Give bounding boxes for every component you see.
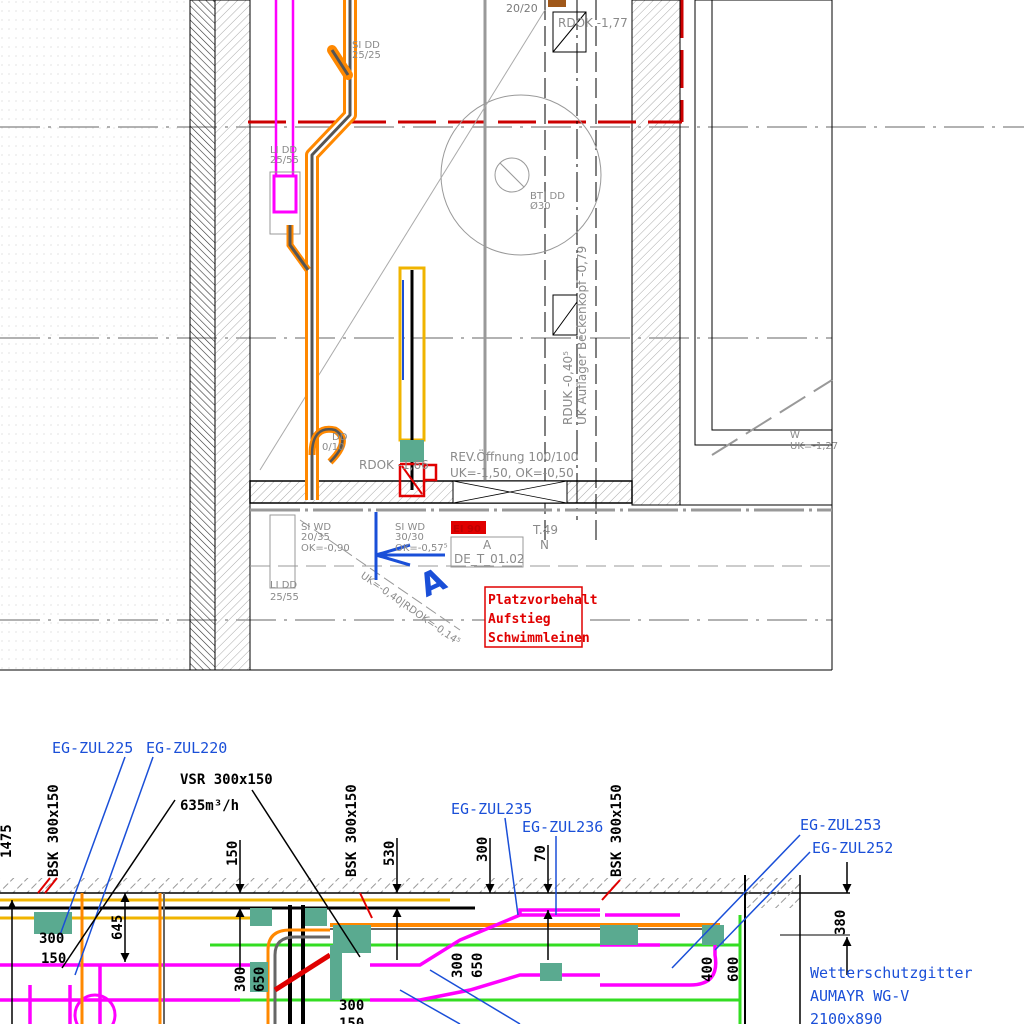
svg-text:25/55: 25/55 [270, 592, 299, 603]
svg-text:650: 650 [252, 967, 268, 992]
tag-leaders [59, 756, 811, 1024]
svg-text:Schwimmleinen: Schwimmleinen [488, 631, 590, 646]
fire-damper [600, 925, 638, 945]
svg-text:380: 380 [833, 910, 849, 935]
svg-text:300: 300 [233, 967, 249, 992]
svg-text:Ø30: Ø30 [530, 200, 551, 212]
airflow-label: 635m³/h [180, 798, 239, 814]
svg-text:SI WD: SI WD [395, 522, 425, 533]
roof-drain-box [552, 11, 587, 53]
svg-text:UK=-1,27: UK=-1,27 [790, 441, 838, 452]
section-mark: A [413, 560, 452, 605]
duct-tag[interactable]: EG-ZUL220 [146, 739, 227, 757]
svg-text:AUMAYR WG-V: AUMAYR WG-V [810, 987, 909, 1005]
svg-text:RDUK -0,40⁵: RDUK -0,40⁵ [561, 351, 575, 425]
svg-text:UK Auflager Beckenkopf -0,79: UK Auflager Beckenkopf -0,79 [575, 246, 589, 425]
top-size-label: 20/20 [506, 2, 538, 15]
svg-text:EI 90: EI 90 [453, 524, 481, 535]
svg-text:Aufstieg: Aufstieg [488, 612, 551, 627]
svg-text:A: A [483, 538, 492, 552]
duct-tag[interactable]: EG-ZUL236 [522, 818, 603, 836]
svg-text:530: 530 [382, 841, 398, 866]
duct-tag[interactable]: EG-ZUL252 [812, 839, 893, 857]
svg-text:20/35: 20/35 [301, 532, 330, 543]
svg-text:BT| DD: BT| DD [530, 191, 565, 202]
svg-text:645: 645 [110, 915, 126, 940]
grid-axes [0, 126, 1024, 621]
outer-wall [189, 0, 216, 671]
right-wall [631, 0, 681, 506]
svg-text:400: 400 [700, 957, 716, 982]
svg-text:RDOK -1,77: RDOK -1,77 [558, 16, 628, 30]
svg-text:LI DD: LI DD [270, 580, 297, 591]
svg-text:Platzvorbehalt: Platzvorbehalt [488, 593, 598, 608]
insulation-stipple [0, 0, 185, 670]
ceiling-slab [0, 878, 800, 893]
damper-label: BSK 300x150 [609, 784, 625, 877]
svg-text:25/55: 25/55 [270, 155, 299, 166]
svg-text:SI WD: SI WD [301, 522, 331, 533]
svg-text:UK=-1,50, OK=-0,50: UK=-1,50, OK=-0,50 [450, 466, 574, 480]
duct-tag[interactable]: EG-ZUL253 [800, 816, 881, 834]
svg-text:300: 300 [339, 998, 364, 1014]
floor-plan: A EI 90 A DE_T_01.02 20/20 RDOK -1,77 SI… [0, 0, 1024, 671]
svg-text:OK=-0,57⁵: OK=-0,57⁵ [395, 543, 448, 554]
svg-text:150: 150 [339, 1016, 364, 1024]
svg-text:W: W [790, 430, 800, 441]
svg-text:30/30: 30/30 [395, 532, 424, 543]
duct-tag[interactable]: EG-ZUL225 [52, 739, 133, 757]
svg-text:150: 150 [225, 841, 241, 866]
grille-label: Wetterschutzgitter [810, 964, 973, 982]
svg-text:T.49: T.49 [532, 523, 558, 537]
svg-text:2100x890: 2100x890 [810, 1010, 882, 1024]
duct-tag[interactable]: EG-ZUL235 [451, 800, 532, 818]
svg-text:600: 600 [726, 957, 742, 982]
svg-text:OK=-0,90: OK=-0,90 [301, 543, 350, 554]
opening-circle [440, 94, 602, 256]
svg-text:650: 650 [470, 953, 486, 978]
svg-text:DD: DD [332, 432, 348, 443]
svg-text:150: 150 [41, 951, 66, 967]
svg-text:LI DD: LI DD [270, 145, 297, 156]
svg-text:300: 300 [475, 837, 491, 862]
damper-label: BSK 300x150 [46, 784, 62, 877]
svg-text:70: 70 [533, 845, 549, 862]
svg-text:300: 300 [450, 953, 466, 978]
section-arrow [374, 512, 445, 580]
svg-text:RDOK -1,66: RDOK -1,66 [359, 458, 429, 472]
basin-edge [694, 0, 833, 446]
svg-text:REV.Öffnung 100/100: REV.Öffnung 100/100 [450, 448, 578, 464]
vsr-label: VSR 300x150 [180, 772, 273, 788]
svg-text:25/25: 25/25 [352, 50, 381, 61]
svg-text:SI DD: SI DD [352, 40, 380, 51]
svg-text:N: N [540, 538, 549, 552]
detail-reference[interactable]: DE_T_01.02 [454, 552, 525, 566]
svg-text:UK=-0,40|RDOK=-0,14⁵: UK=-0,40|RDOK=-0,14⁵ [358, 570, 462, 647]
svg-text:300: 300 [39, 931, 64, 947]
damper-label: BSK 300x150 [344, 784, 360, 877]
reserve-note-box [484, 586, 583, 648]
duct-section: 1475 150 530 300 70 380 645 300 650 300 … [0, 739, 973, 1024]
wall-lining [214, 0, 251, 671]
svg-text:0/10: 0/10 [322, 442, 344, 453]
svg-text:1475: 1475 [0, 824, 15, 858]
fire-rating-badge [451, 521, 486, 534]
